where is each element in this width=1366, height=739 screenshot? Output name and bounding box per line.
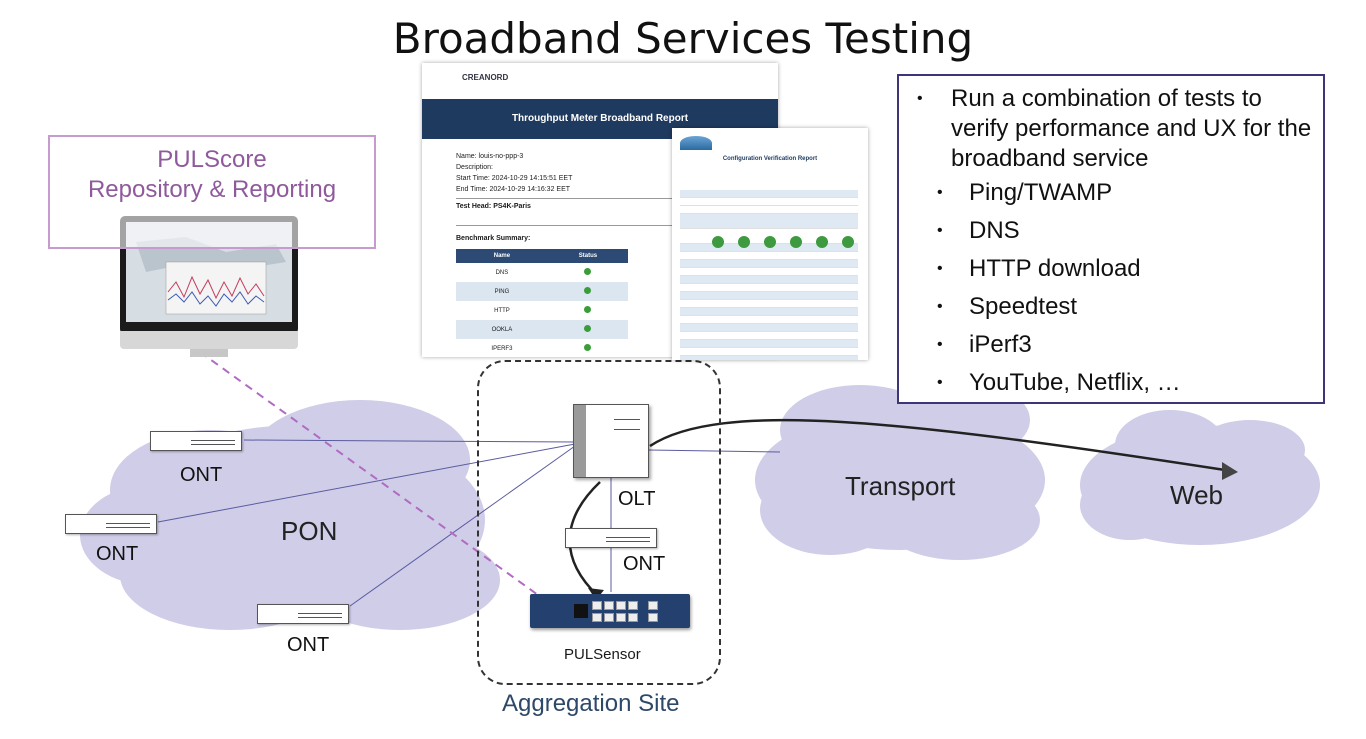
bullet-item: DNS xyxy=(969,217,1020,244)
ok-icon xyxy=(584,306,592,313)
transport-label: Transport xyxy=(845,471,956,501)
web-label: Web xyxy=(1170,480,1223,510)
page-title: Broadband Services Testing xyxy=(392,14,974,63)
report2-title: Configuration Verification Report xyxy=(722,156,818,162)
bullet-icon: • xyxy=(937,374,943,391)
ok-icon xyxy=(584,325,592,332)
bullet-item: Ping/TWAMP xyxy=(969,179,1113,206)
ok-icon xyxy=(584,287,592,294)
sfp-port xyxy=(574,604,588,618)
divider xyxy=(456,225,696,226)
ont-label: ONT xyxy=(96,543,139,565)
check-icon xyxy=(790,236,802,248)
bullet-icon: • xyxy=(937,222,943,239)
monitor-stand xyxy=(190,349,228,357)
fiber-links xyxy=(157,439,781,607)
ont-device xyxy=(150,431,242,451)
config-verification-report: Configuration Verification Report xyxy=(672,128,868,360)
bullet-icon: • xyxy=(917,90,923,107)
check-icon xyxy=(764,236,776,248)
report-meta: Name: louis-no-ppp-3 Description: Start … xyxy=(456,151,676,195)
test-path-arrow-web xyxy=(649,418,1226,472)
col-status: Status xyxy=(547,249,628,263)
web-cloud xyxy=(1080,410,1320,545)
bullet-main: Run a combination of tests to verify per… xyxy=(951,85,1312,172)
row-name: PING xyxy=(456,282,548,301)
bullet-item: YouTube, Netflix, … xyxy=(969,369,1181,396)
pulsensor-device xyxy=(530,594,690,628)
ont-label: ONT xyxy=(180,464,223,486)
bullet-icon: • xyxy=(937,184,943,201)
aggregation-site-label: Aggregation Site xyxy=(502,690,680,717)
row-name: OOKLA xyxy=(456,320,548,339)
transport-cloud xyxy=(755,380,1045,560)
aggregation-site-box xyxy=(477,360,721,685)
check-icon xyxy=(816,236,828,248)
ont-device xyxy=(257,604,349,624)
report2-table xyxy=(680,190,858,360)
bullet-icon: • xyxy=(937,336,943,353)
row-name: IPERF3 xyxy=(491,345,513,352)
row-name: HTTP xyxy=(494,307,510,314)
check-icon xyxy=(738,236,750,248)
check-icon xyxy=(842,236,854,248)
check-icon xyxy=(712,236,724,248)
ok-icon xyxy=(584,344,592,351)
pon-label: PON xyxy=(281,516,338,546)
bullet-item: iPerf3 xyxy=(969,331,1032,358)
ont-label: ONT xyxy=(287,634,330,656)
bullet-item: HTTP download xyxy=(969,255,1141,282)
creanord-logo: CREANORD xyxy=(462,73,509,82)
divider xyxy=(456,198,696,199)
ok-icon xyxy=(584,268,592,275)
monitor-chin xyxy=(120,331,298,349)
pon-cloud xyxy=(80,400,500,630)
report-logo-icon xyxy=(680,136,712,150)
report-end: End Time: 2024-10-29 14:16:32 EET xyxy=(456,186,571,193)
report-start: Start Time: 2024-10-29 14:15:51 EET xyxy=(456,175,573,182)
pulscore-subtitle: Repository & Reporting xyxy=(87,176,337,203)
pulscore-label-box: PULScore Repository & Reporting xyxy=(48,135,376,249)
pulsensor-label: PULSensor xyxy=(564,646,641,663)
olt-device xyxy=(573,404,649,478)
report-name: Name: louis-no-ppp-3 xyxy=(456,153,524,160)
ont-device xyxy=(65,514,157,534)
pulscore-title: PULScore xyxy=(157,146,267,173)
report-benchmark: Benchmark Summary: xyxy=(456,235,531,242)
test-list-box: • Run a combination of tests to verify pe… xyxy=(897,74,1325,404)
report-description: Description: xyxy=(456,164,493,171)
report-test-head: Test Head: PS4K-Paris xyxy=(456,203,531,210)
bullet-item: Speedtest xyxy=(969,293,1078,320)
ont-label: ONT xyxy=(623,553,666,575)
olt-label: OLT xyxy=(618,488,656,510)
ont-device xyxy=(565,528,657,548)
bullet-icon: • xyxy=(937,298,943,315)
col-name: Name xyxy=(456,249,548,263)
row-name: DNS xyxy=(495,269,509,276)
reporting-link xyxy=(199,351,546,601)
bullet-icon: • xyxy=(937,260,943,277)
